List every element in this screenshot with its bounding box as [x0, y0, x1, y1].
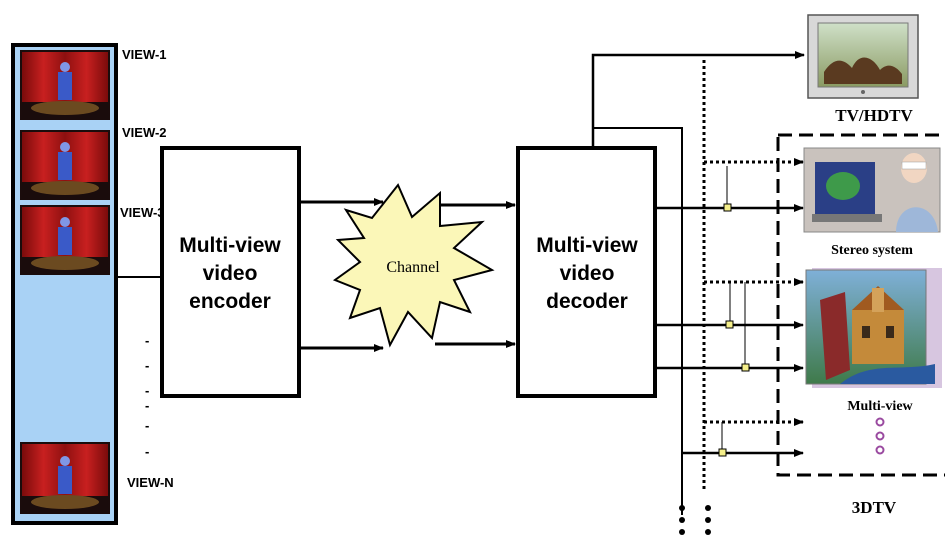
ellipsis-dash: - — [145, 398, 149, 413]
view-n-thumbnail — [20, 442, 110, 514]
encoder-label-line1: Multi-view — [179, 234, 281, 257]
ellipsis-dash: - — [145, 418, 149, 433]
view-n-label: VIEW-N — [127, 475, 174, 490]
view-1-thumbnail — [20, 50, 110, 120]
stereo-system-photo — [803, 147, 941, 233]
view-ellipsis: - - - - - - — [145, 333, 149, 459]
channel-label: Channel — [386, 259, 440, 276]
view-3-label: VIEW-3 — [120, 205, 165, 220]
3dtv-group-box — [776, 133, 945, 477]
ellipsis-dash: - — [145, 444, 149, 459]
more-displays-marker — [875, 417, 885, 455]
multiview-display-photo — [805, 268, 942, 388]
view-2-thumbnail — [20, 130, 110, 200]
ellipsis-dash: - — [145, 383, 149, 398]
ellipsis-dash: - — [145, 358, 149, 373]
view-strip — [11, 43, 118, 525]
tv-display — [807, 14, 919, 99]
3dtv-label: 3DTV — [852, 498, 897, 517]
channel-burst: Channel — [332, 183, 495, 348]
decoder-label-line1: Multi-view — [536, 234, 638, 257]
ellipsis-dash: - — [145, 333, 149, 348]
decoder-box: Multi-view video decoder — [516, 146, 657, 398]
view-2-label: VIEW-2 — [122, 125, 167, 140]
view-1-label: VIEW-1 — [122, 47, 167, 62]
encoder-box: Multi-view video encoder — [160, 146, 301, 398]
decoder-label-line3: decoder — [546, 290, 628, 313]
multiview-label: Multi-view — [847, 399, 913, 414]
tv-label: TV/HDTV — [835, 106, 913, 125]
view-3-thumbnail — [20, 205, 110, 275]
stereo-label: Stereo system — [831, 243, 913, 258]
encoder-label-line2: video — [203, 262, 258, 285]
encoder-label-line3: encoder — [189, 290, 271, 313]
decoder-label-line2: video — [560, 262, 615, 285]
